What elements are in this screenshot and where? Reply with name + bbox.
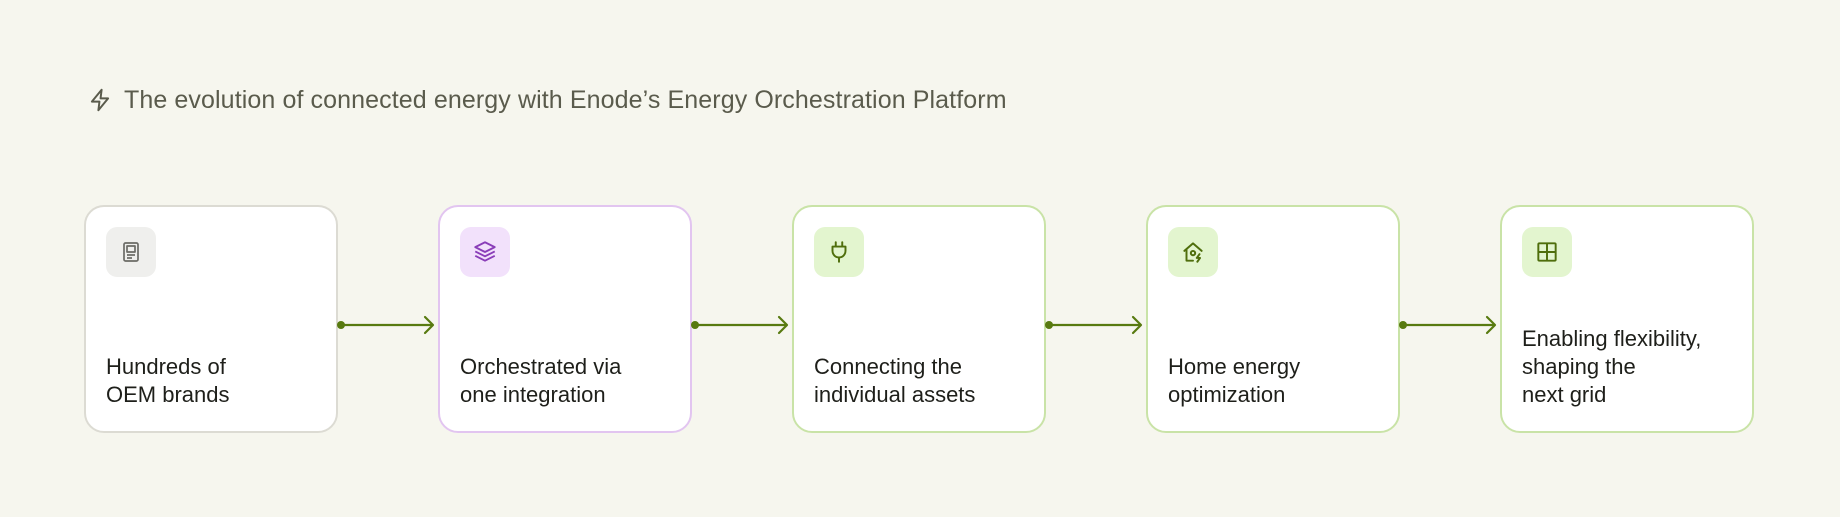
step-label: Hundreds of OEM brands <box>106 354 230 407</box>
lightning-bolt-icon <box>86 86 114 114</box>
step-card-one-integration: Orchestrated via one integration <box>438 205 692 433</box>
step-label: Home energy optimization <box>1168 354 1301 407</box>
step-label: Enabling flexibility, shaping the next g… <box>1522 326 1702 407</box>
arrow-connector <box>1399 315 1497 335</box>
arrow-connector <box>337 315 435 335</box>
device-icon <box>106 227 156 277</box>
layers-icon <box>460 227 510 277</box>
step-label: Orchestrated via one integration <box>460 354 622 407</box>
diagram-header: The evolution of connected energy with E… <box>86 82 1007 118</box>
step-card-home-optimization: Home energy optimization <box>1146 205 1400 433</box>
diagram-title: The evolution of connected energy with E… <box>124 85 1007 114</box>
arrow-connector <box>691 315 789 335</box>
home-energy-icon <box>1168 227 1218 277</box>
plug-icon <box>814 227 864 277</box>
step-card-flexibility: Enabling flexibility, shaping the next g… <box>1500 205 1754 433</box>
arrow-connector <box>1045 315 1143 335</box>
grid-icon <box>1522 227 1572 277</box>
process-flow: Hundreds of OEM brands Orchestrated via … <box>84 205 1754 433</box>
step-card-individual-assets: Connecting the individual assets <box>792 205 1046 433</box>
step-label: Connecting the individual assets <box>814 354 976 407</box>
step-card-oem-brands: Hundreds of OEM brands <box>84 205 338 433</box>
